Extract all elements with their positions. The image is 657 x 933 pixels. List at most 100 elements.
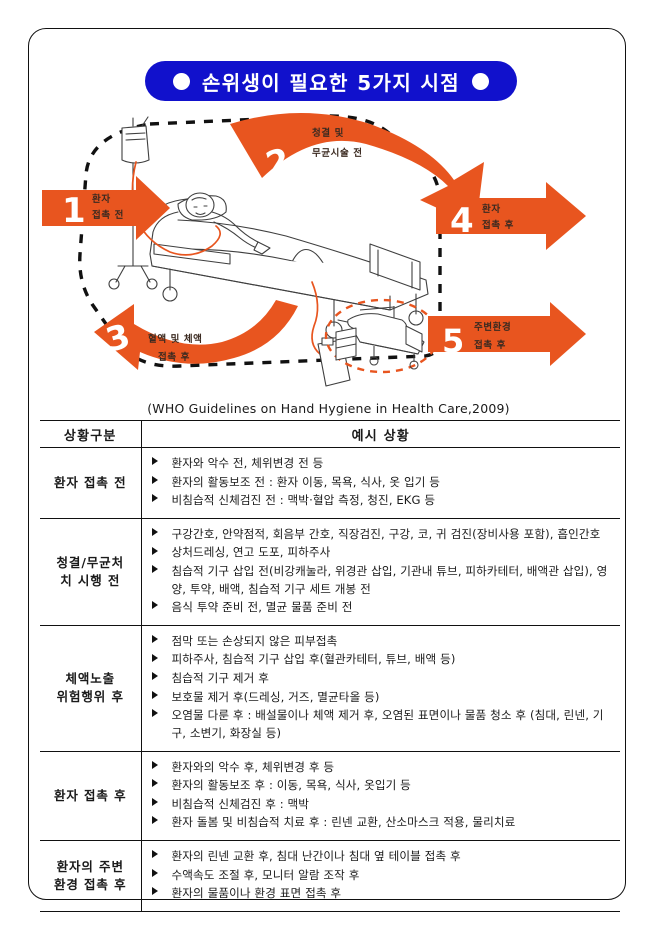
list-item-text: 피하주사, 침습적 기구 삽입 후(혈관카테터, 튜브, 배액 등) (171, 652, 456, 667)
left-circle-icon (172, 72, 190, 90)
triangle-bullet-icon (151, 690, 158, 699)
triangle-bullet-icon (151, 565, 158, 574)
triangle-bullet-icon (151, 779, 158, 788)
list-item: 환자의 린넨 교환 후, 침대 난간이나 침대 옆 테이블 접촉 후 (151, 848, 615, 866)
list-item-text: 침습적 기구 제거 후 (171, 671, 269, 686)
triangle-bullet-icon (151, 797, 158, 806)
list-item: 수액속도 조절 후, 모니터 알람 조작 후 (151, 867, 615, 885)
patient-bed-illustration (108, 116, 429, 387)
moment-3-label-line1: 혈액 및 체액 (148, 333, 203, 345)
example-list: 구강간호, 안약점적, 회음부 간호, 직장검진, 구강, 코, 귀 검진(장비… (151, 526, 615, 617)
list-item-text: 환자의 린넨 교환 후, 침대 난간이나 침대 옆 테이블 접촉 후 (171, 848, 461, 863)
triangle-bullet-icon (151, 457, 158, 466)
list-item: 비침습적 신체검진 전 : 맥박·혈압 측정, 청진, EKG 등 (151, 492, 615, 510)
list-item-text: 환자 돌봄 및 비침습적 치료 후 : 린넨 교환, 산소마스크 적용, 물리치… (171, 815, 516, 830)
five-moments-diagram: 1 환자 접촉 전 2 청결 및 무균시술 전 3 혈액 및 체액 접촉 후 4… (30, 104, 600, 396)
triangle-bullet-icon (151, 760, 158, 769)
list-item: 침습적 기구 삽입 전(비강캐눌라, 위경관 삽입, 기관내 튜브, 피하카테터… (151, 563, 615, 598)
moment-1-arrow: 1 환자 접촉 전 (42, 176, 170, 240)
triangle-bullet-icon (151, 868, 158, 877)
list-item-text: 환자의 활동보조 전 : 환자 이동, 목욕, 식사, 옷 입기 등 (171, 474, 441, 489)
moment-2-label-line2: 무균시술 전 (312, 147, 363, 159)
moment-4-label-line1: 환자 (482, 203, 501, 215)
list-item-text: 환자의 물품이나 환경 표면 접촉 후 (171, 886, 342, 901)
list-item: 침습적 기구 제거 후 (151, 670, 615, 688)
triangle-bullet-icon (151, 887, 158, 896)
triangle-bullet-icon (151, 475, 158, 484)
triangle-bullet-icon (151, 546, 158, 555)
moment-5-arrow: 5 주변환경 접촉 후 (428, 302, 586, 366)
list-item: 환자의 활동보조 전 : 환자 이동, 목욕, 식사, 옷 입기 등 (151, 474, 615, 492)
list-item: 환자의 물품이나 환경 표면 접촉 후 (151, 885, 615, 903)
list-item: 환자의 활동보조 후 : 이동, 목욕, 식사, 옷입기 등 (151, 777, 615, 795)
list-item-text: 오염물 다룬 후 : 배설물이나 체액 제거 후, 오염된 표면이나 물품 청소… (171, 708, 604, 740)
list-item-text: 상처드레싱, 연고 도포, 피하주사 (171, 545, 331, 560)
triangle-bullet-icon (151, 601, 158, 610)
moment-1-label-line2: 접촉 전 (92, 209, 124, 221)
row-label: 환자 접촉 전 (40, 447, 142, 519)
list-item-text: 침습적 기구 삽입 전(비강캐눌라, 위경관 삽입, 기관내 튜브, 피하카테터… (171, 564, 608, 596)
page-title: 손위생이 필요한 5가지 시점 (201, 70, 461, 95)
list-item-text: 수액속도 조절 후, 모니터 알람 조작 후 (171, 867, 360, 882)
environment-bed-illustration (335, 306, 425, 370)
list-item-text: 비침습적 신체검진 후 : 맥박 (171, 796, 310, 811)
triangle-bullet-icon (151, 709, 158, 718)
diagram-dashed-enclosure (78, 114, 442, 368)
list-item: 음식 투약 준비 전, 멸균 물품 준비 전 (151, 599, 615, 617)
moment-1-label-line1: 환자 (92, 193, 111, 205)
moment-5-label-line2: 접촉 후 (474, 339, 506, 351)
list-item-text: 보호물 제거 후(드레싱, 거즈, 멸균타올 등) (171, 689, 380, 704)
moment-5-number: 5 (442, 322, 464, 360)
moment-2-label-line1: 청결 및 (312, 127, 344, 139)
list-item-text: 환자와 악수 전, 체위변경 전 등 (171, 456, 324, 470)
triangle-bullet-icon (151, 850, 158, 859)
list-item: 비침습적 신체검진 후 : 맥박 (151, 796, 615, 814)
moment-3-arrow: 3 혈액 및 체액 접촉 후 (94, 300, 298, 370)
triangle-bullet-icon (151, 816, 158, 825)
list-item-text: 점막 또는 손상되지 않은 피부접촉 (171, 633, 338, 648)
moment-4-label-line2: 접촉 후 (482, 219, 514, 231)
table-header-row: 상황구분 예시 상황 (40, 420, 620, 448)
moment-5-label-line1: 주변환경 (474, 321, 511, 333)
column-header-examples: 예시 상황 (141, 420, 620, 448)
list-item-text: 비침습적 신체검진 전 : 맥박·혈압 측정, 청진, EKG 등 (171, 493, 436, 508)
moment-1-number: 1 (62, 191, 86, 231)
list-item-text: 환자의 활동보조 후 : 이동, 목욕, 식사, 옷입기 등 (171, 778, 411, 793)
moment-3-label-line2: 접촉 후 (158, 351, 190, 363)
list-item-text: 구강간호, 안약점적, 회음부 간호, 직장검진, 구강, 코, 귀 검진(장비… (171, 526, 601, 541)
column-header-situation: 상황구분 (40, 420, 142, 448)
list-item: 오염물 다룬 후 : 배설물이나 체액 제거 후, 오염된 표면이나 물품 청소… (151, 707, 615, 742)
list-item: 구강간호, 안약점적, 회음부 간호, 직장검진, 구강, 코, 귀 검진(장비… (151, 526, 615, 544)
triangle-bullet-icon (151, 494, 158, 503)
list-item: 피하주사, 침습적 기구 삽입 후(혈관카테터, 튜브, 배액 등) (151, 651, 615, 669)
list-item: 보호물 제거 후(드레싱, 거즈, 멸균타올 등) (151, 689, 615, 707)
triangle-bullet-icon (151, 634, 158, 643)
list-item: 환자와의 악수 후, 체위변경 후 등 (151, 759, 615, 777)
source-caption: (WHO Guidelines on Hand Hygiene in Healt… (147, 401, 510, 416)
row-label: 환자 접촉 후 (40, 751, 142, 841)
right-circle-icon (472, 72, 490, 90)
list-item: 환자와 악수 전, 체위변경 전 등 (151, 455, 615, 473)
row-examples: 구강간호, 안약점적, 회음부 간호, 직장검진, 구강, 코, 귀 검진(장비… (141, 518, 620, 626)
list-item-text: 환자와의 악수 후, 체위변경 후 등 (171, 759, 335, 774)
list-item: 점막 또는 손상되지 않은 피부접촉 (151, 633, 615, 651)
triangle-bullet-icon (151, 672, 158, 681)
triangle-bullet-icon (151, 527, 158, 536)
